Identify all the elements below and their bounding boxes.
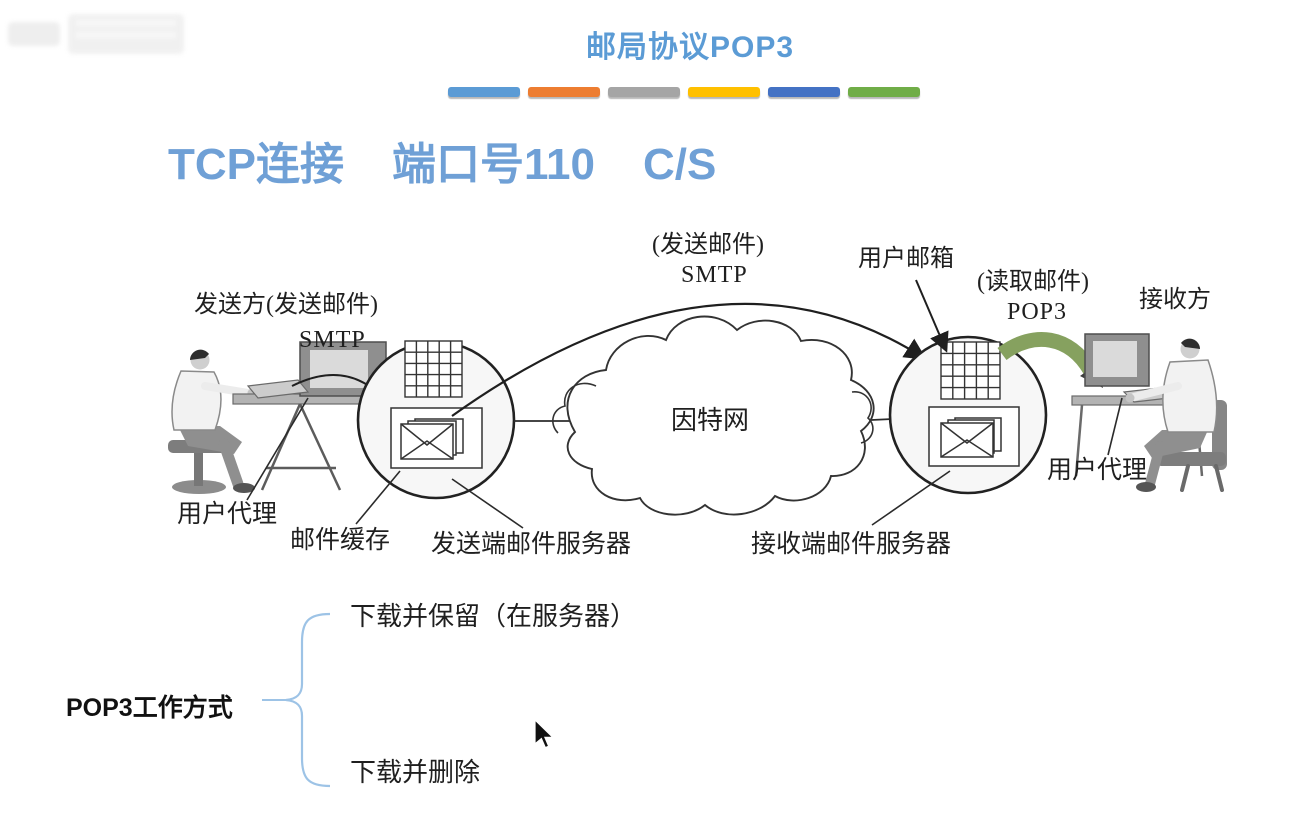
sender-person-illustration xyxy=(168,349,257,494)
user-agent-right-label: 用户代理 xyxy=(1047,457,1148,484)
user-agent-left-label: 用户代理 xyxy=(177,501,278,528)
receiving-server-mailbox-grid xyxy=(940,341,1001,400)
user-mailbox-label: 用户邮箱 xyxy=(858,246,954,272)
brace-curve xyxy=(285,612,331,788)
sender-smtp-label: SMTP xyxy=(299,327,366,353)
receiving-mail-server xyxy=(888,335,1048,495)
sending-server-mailbox-grid xyxy=(404,340,463,398)
mail-cache-label: 邮件缓存 xyxy=(290,527,391,554)
receiving-server-mail-cache xyxy=(928,406,1020,467)
sending-server-pointer-line xyxy=(451,478,524,529)
cloud-outline xyxy=(566,315,875,516)
smtp-transfer-arc xyxy=(451,302,927,417)
receiver-hand xyxy=(1125,393,1135,403)
receiver-chair-legs xyxy=(1180,464,1224,492)
user-mailbox-pointer-arrow xyxy=(915,279,949,353)
sender-torso xyxy=(171,370,222,431)
receiver-label: 接收方 xyxy=(1139,287,1211,313)
divider-bar-yellow xyxy=(688,87,760,97)
mail-cache-pointer-line xyxy=(355,470,401,525)
cloud-extra-scallops xyxy=(552,382,874,444)
receiver-person-illustration xyxy=(1125,338,1227,492)
receiver-torso xyxy=(1162,359,1218,433)
receiver-hair xyxy=(1181,338,1200,349)
receiver-arm xyxy=(1130,382,1182,401)
watermark-logo xyxy=(4,6,194,58)
subtitle-port: 端口号110 xyxy=(392,140,595,189)
internet-cloud xyxy=(514,315,893,516)
subtitle-tcp: TCP连接 xyxy=(168,140,344,189)
divider-bar-orange xyxy=(528,87,600,97)
transfer-label: (发送邮件) xyxy=(652,232,764,258)
title-divider-bars xyxy=(448,87,920,97)
pop3-modes-title: POP3工作方式 xyxy=(66,694,233,722)
receiver-lower-leg xyxy=(1145,441,1165,489)
transfer-smtp-label: SMTP xyxy=(681,262,748,288)
subtitle-cs: C/S xyxy=(642,140,717,189)
receiver-chair-seat xyxy=(1156,452,1226,466)
divider-bar-blue xyxy=(448,87,520,97)
receiving-server-pointer-line xyxy=(871,470,951,526)
pop3-mode-item-delete: 下载并删除 xyxy=(350,758,481,787)
divider-bar-gray xyxy=(608,87,680,97)
user-agent-right-pointer-line xyxy=(1107,397,1123,456)
read-mail-label: (读取邮件) xyxy=(977,269,1089,295)
page-title: 邮局协议POP3 xyxy=(585,31,795,64)
divider-bar-green xyxy=(848,87,920,97)
receiver-shoe xyxy=(1136,482,1156,492)
pop3-green-arrow xyxy=(997,332,1097,375)
subtitle: TCP连接端口号110 C/S xyxy=(168,128,716,192)
divider-bar-darkblue xyxy=(768,87,840,97)
pop3-mode-item-keep: 下载并保留（在服务器） xyxy=(350,602,637,631)
mouse-cursor xyxy=(534,718,555,749)
sending-server-label: 发送端邮件服务器 xyxy=(431,531,632,558)
sender-lower-leg xyxy=(218,438,244,490)
sender-label: 发送方(发送邮件) xyxy=(194,292,378,318)
pop3-protocol-label: POP3 xyxy=(1007,299,1068,325)
sender-chair-pole xyxy=(194,452,203,486)
internet-label: 因特网 xyxy=(670,406,749,435)
watermark-shape xyxy=(8,14,184,54)
sending-server-mail-cache xyxy=(390,407,483,469)
pop3-modes-brace xyxy=(262,612,331,788)
receiving-server-label: 接收端邮件服务器 xyxy=(751,531,952,558)
sender-hair xyxy=(190,349,209,360)
user-agent-left-pointer-line xyxy=(246,397,309,501)
sending-mail-server xyxy=(356,340,516,500)
sender-screen xyxy=(310,350,368,388)
sender-chair-base xyxy=(172,480,226,494)
sender-desk-legs xyxy=(260,403,458,491)
sender-arm xyxy=(201,382,252,397)
receiver-screen xyxy=(1093,341,1137,377)
sender-shoe xyxy=(233,483,255,493)
